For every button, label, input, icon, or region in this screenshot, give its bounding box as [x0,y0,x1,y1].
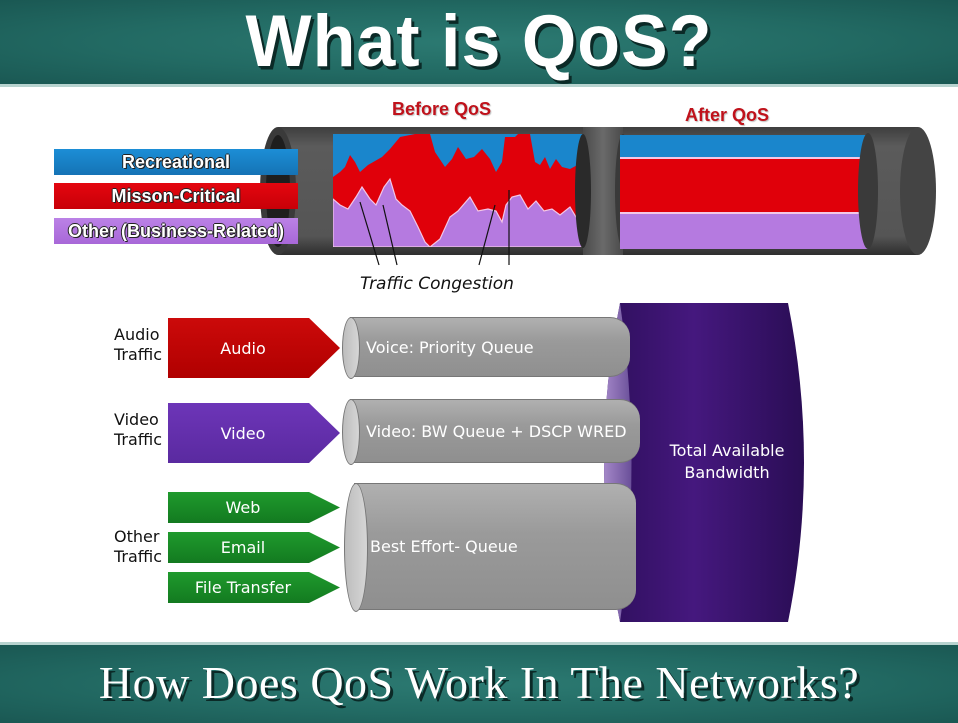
after-qos-label: After QoS [685,105,770,125]
footer-banner: How Does QoS Work In The Networks? [0,642,958,723]
video-bw-queue: Video: BW Queue + DSCP WRED [350,399,640,463]
best-effort-queue-cap [344,483,368,612]
network-pipe-illustration [260,127,936,266]
video-queue-cap [342,399,360,465]
best-effort-queue: Best Effort- Queue [354,483,636,610]
before-qos-label: Before QoS [392,99,492,119]
traffic-congestion-annotation: Traffic Congestion [360,274,514,294]
congestion-pointer [359,201,380,266]
file-transfer-arrow: File Transfer [168,572,340,603]
legend-mission-critical: Misson-Critical [54,183,298,209]
video-arrow: Video [168,403,340,463]
audio-arrow: Audio [168,318,340,378]
audio-traffic-label: Audio Traffic [114,325,163,364]
voice-queue-cap [342,317,360,379]
web-arrow: Web [168,492,340,523]
legend-other-business: Other (Business-Related) [54,218,298,244]
qos-diagram: Before QoS After QoS [0,87,958,642]
video-traffic-label: Video Traffic [114,410,163,449]
before-qos-traffic-graph [333,134,583,247]
footer-title: How Does QoS Work In The Networks? [98,657,860,708]
after-qos-traffic-graph [620,135,868,249]
total-bandwidth-label: Total Available Bandwidth [669,441,785,482]
page-title: What is QoS? [245,0,713,82]
email-arrow: Email [168,532,340,563]
voice-priority-queue: Voice: Priority Queue [350,317,630,377]
congestion-pointer [478,204,496,266]
header-banner: What is QoS? [0,0,958,87]
congestion-pointer [382,204,398,266]
other-traffic-label: Other Traffic [114,527,163,566]
legend-recreational: Recreational [54,149,298,175]
